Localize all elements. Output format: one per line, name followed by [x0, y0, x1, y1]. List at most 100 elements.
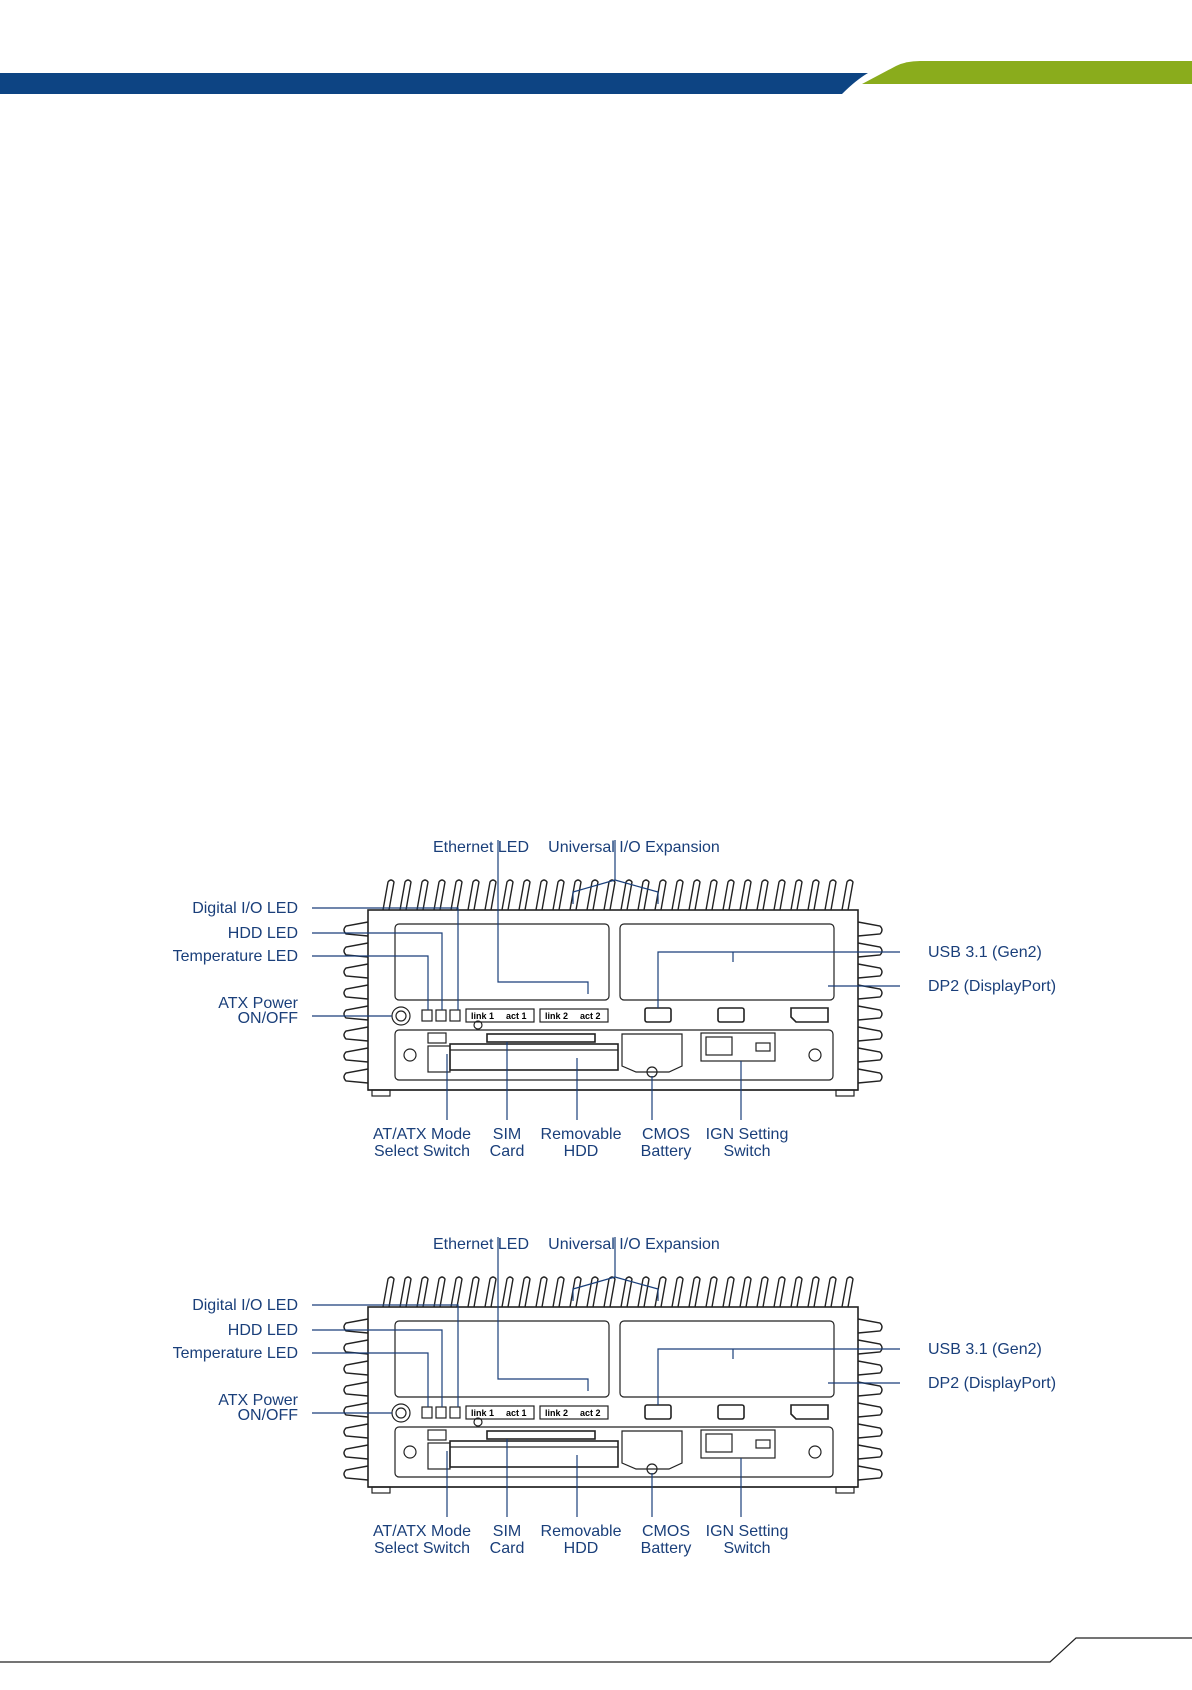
- heatsink-fin: [450, 1276, 463, 1308]
- at-atx-mode-switch[interactable]: [427, 1032, 447, 1044]
- heatsink-fin: [552, 1276, 565, 1308]
- temperature-led: [421, 1009, 433, 1022]
- front-panel-drawing: link 1 act 1 link 2 act 2: [173, 840, 1056, 1160]
- ign-label-line2: Switch: [723, 1143, 770, 1160]
- usb-port-2[interactable]: [717, 1007, 745, 1023]
- header-band: [0, 0, 1192, 100]
- heatsink-fin: [501, 879, 514, 911]
- universal-io-label: Universal I/O Expansion: [548, 840, 720, 856]
- heatsink-fin: [857, 1423, 883, 1439]
- heatsink-fin: [671, 1276, 684, 1308]
- sim-screw: [473, 1020, 483, 1030]
- atx-power-label-line2: ON/OFF: [238, 1010, 299, 1027]
- hdd-led-callout: [312, 932, 443, 1010]
- heatsink-fin: [857, 1381, 883, 1397]
- cmos-battery-cover[interactable]: [621, 1430, 683, 1470]
- digital-io-led-label: Digital I/O LED: [192, 900, 298, 917]
- heatsink-fin: [705, 879, 718, 911]
- heatsink-fin: [433, 1276, 446, 1308]
- hdd-label-line2: HDD: [564, 1540, 599, 1557]
- usb-port-1[interactable]: [644, 1007, 672, 1023]
- header-accent-shape: [862, 61, 1192, 84]
- heatsink-fin: [705, 1276, 718, 1308]
- heatsink-fin: [467, 879, 480, 911]
- sim-card-slot[interactable]: [486, 1430, 596, 1440]
- foot-left: [371, 1486, 391, 1494]
- heatsink-fin: [343, 1068, 369, 1084]
- panel-screw-left: [403, 1445, 417, 1459]
- ethernet-led-callout: [497, 840, 589, 994]
- digital-io-led-callout: [312, 907, 459, 1010]
- heatsink-fin: [841, 879, 854, 911]
- atx-power-button[interactable]: [391, 1403, 411, 1423]
- cmos-label-line2: Battery: [641, 1540, 692, 1557]
- hdd-led: [435, 1406, 447, 1419]
- heatsink-fin: [773, 1276, 786, 1308]
- heatsink-fins-right: [857, 1318, 883, 1481]
- heatsink-fin: [603, 879, 616, 911]
- heatsink-fin: [484, 879, 497, 911]
- digital-io-led: [449, 1406, 461, 1419]
- heatsink-fin: [756, 1276, 769, 1308]
- ign-label-line1: IGN Setting: [706, 1126, 789, 1143]
- digital-io-led-label: Digital I/O LED: [192, 1297, 298, 1314]
- usb-port-1[interactable]: [644, 1404, 672, 1420]
- heatsink-fin: [343, 1047, 369, 1063]
- heatsink-fin: [343, 1423, 369, 1439]
- heatsink-fin: [382, 1276, 395, 1308]
- sim-label-line2: Card: [490, 1540, 525, 1557]
- removable-hdd-bay[interactable]: [449, 1440, 619, 1468]
- heatsink-fin: [688, 1276, 701, 1308]
- sim-label-line1: SIM: [493, 1523, 521, 1540]
- heatsink-fin: [518, 1276, 531, 1308]
- heatsink-fins-right: [857, 921, 883, 1084]
- sim-label-line1: SIM: [493, 1126, 521, 1143]
- displayport-connector[interactable]: [790, 1404, 829, 1420]
- heatsink-fin: [654, 879, 667, 911]
- ign-setting-switch[interactable]: [700, 1032, 776, 1062]
- sim-card-slot[interactable]: [486, 1033, 596, 1043]
- at-atx-mode-switch[interactable]: [427, 1429, 447, 1441]
- heatsink-fin: [586, 1276, 599, 1308]
- hdd-label-line1: Removable: [541, 1523, 622, 1540]
- removable-hdd-bay[interactable]: [449, 1043, 619, 1071]
- heatsink-fin: [654, 1276, 667, 1308]
- heatsink-fin: [739, 1276, 752, 1308]
- foot-right: [835, 1089, 855, 1097]
- heatsink-fin: [722, 879, 735, 911]
- front-panel-diagram-top: link 1 act 1 link 2 act 2: [0, 840, 1192, 1200]
- usb-callout: [657, 1348, 900, 1405]
- at-atx-label-line2: Select Switch: [374, 1143, 470, 1160]
- act2-mark: act 2: [580, 1408, 601, 1418]
- at-atx-label-line1: AT/ATX Mode: [373, 1126, 471, 1143]
- atx-power-button-inner: [395, 1407, 407, 1419]
- temperature-led-label: Temperature LED: [173, 948, 298, 965]
- link1-mark: link 1: [471, 1011, 494, 1021]
- ethernet-led-label: Ethernet LED: [433, 1237, 529, 1253]
- heatsink-fin: [824, 1276, 837, 1308]
- heatsink-fin: [569, 879, 582, 911]
- callout-lines: [312, 840, 900, 1120]
- ign-setting-switch[interactable]: [700, 1429, 776, 1459]
- front-panel-drawing: link 1 act 1 link 2 act 2: [173, 1237, 1056, 1557]
- usb-port-2[interactable]: [717, 1404, 745, 1420]
- footer-rule: [0, 1637, 1192, 1663]
- heatsink-fin: [857, 921, 883, 937]
- ethernet-led-callout: [497, 1237, 589, 1391]
- displayport-connector[interactable]: [790, 1007, 829, 1023]
- heatsink-fin: [343, 1005, 369, 1021]
- atx-power-label-line1: ATX Power: [218, 995, 298, 1012]
- cmos-battery-cover[interactable]: [621, 1033, 683, 1073]
- heatsink-fin: [343, 984, 369, 1000]
- heatsink-fin: [637, 879, 650, 911]
- heatsink-fin: [857, 1465, 883, 1481]
- heatsink-fin: [569, 1276, 582, 1308]
- cmos-label-line1: CMOS: [642, 1126, 690, 1143]
- atx-power-button[interactable]: [391, 1006, 411, 1026]
- digital-io-led: [449, 1009, 461, 1022]
- link2-mark: link 2: [545, 1011, 568, 1021]
- lower-service-panel: [394, 1029, 834, 1081]
- foot-right: [835, 1486, 855, 1494]
- heatsink-fins-top: [382, 1276, 854, 1308]
- sim-screw: [473, 1417, 483, 1427]
